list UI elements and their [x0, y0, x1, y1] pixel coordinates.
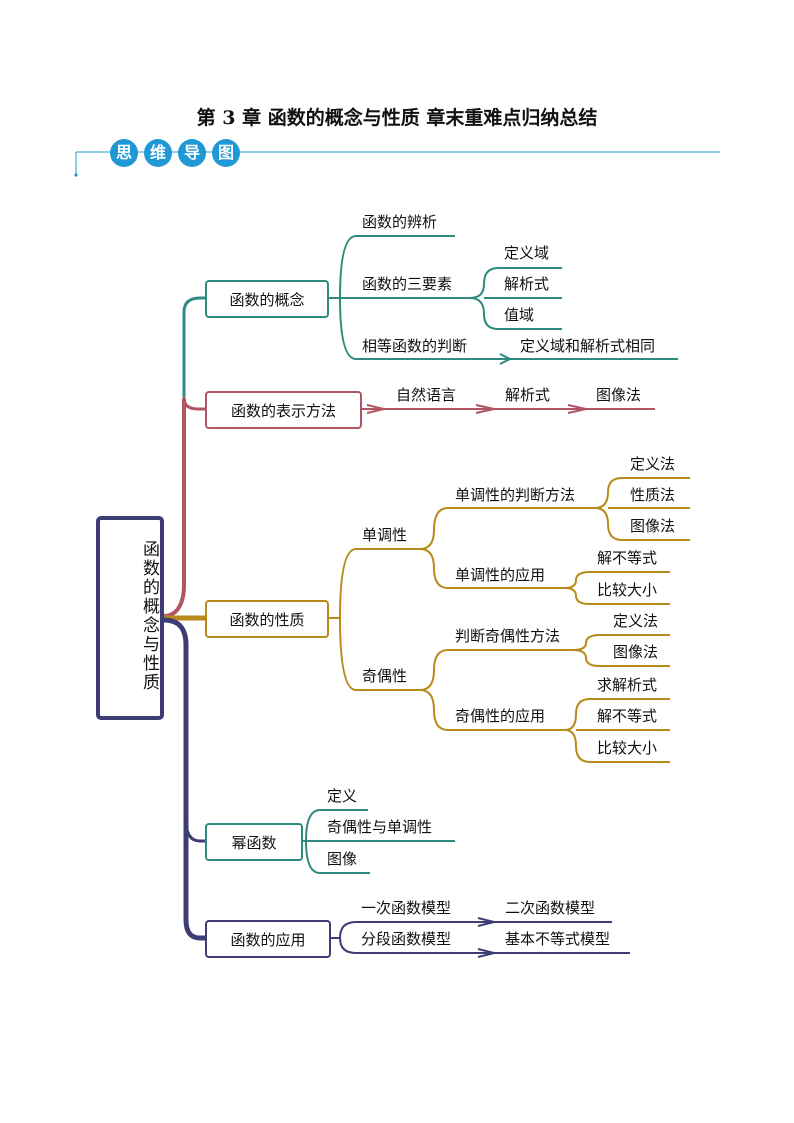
- mono-method: 图像法: [630, 517, 676, 535]
- power-item: 定义: [327, 787, 358, 805]
- mono-app: 解不等式: [597, 549, 658, 567]
- mono-method: 定义法: [630, 455, 676, 473]
- connector-representation: [182, 396, 207, 411]
- representation-method: 自然语言: [396, 386, 457, 404]
- root-node: 函数的概念与性质: [96, 516, 164, 720]
- concept-equal-rule: 定义域和解析式相同: [520, 337, 656, 355]
- banner-char: 思: [110, 139, 138, 167]
- mono-method: 性质法: [630, 486, 676, 504]
- connector-concept: [182, 296, 207, 402]
- representation-branch: [361, 404, 655, 414]
- banner-char: 导: [178, 139, 206, 167]
- node-concept: 函数的概念: [205, 280, 329, 318]
- trunk-navy: [161, 617, 208, 941]
- concept-discrimination: 函数的辨析: [362, 213, 438, 231]
- application-branch: [330, 917, 630, 958]
- banner-char: 图: [212, 139, 240, 167]
- banner-dot: [74, 173, 78, 177]
- concept-equal-judgment: 相等函数的判断: [362, 337, 468, 355]
- mono-app: 比较大小: [597, 581, 658, 599]
- power-branch: [302, 809, 455, 874]
- banner-char: 维: [144, 139, 172, 167]
- root-label: 函数的概念与性质: [139, 540, 159, 692]
- trunk-red: [162, 398, 186, 618]
- representation-method: 解析式: [505, 386, 551, 404]
- node-power: 幂函数: [205, 823, 303, 861]
- banner-decoration: [75, 151, 720, 174]
- application-model: 二次函数模型: [505, 899, 596, 917]
- node-properties: 函数的性质: [205, 600, 329, 638]
- connector-power: [184, 818, 207, 843]
- parity-method: 图像法: [613, 643, 659, 661]
- application-model: 分段函数模型: [361, 930, 452, 948]
- document-title: 第 3 章 函数的概念与性质 章末重难点归纳总结: [196, 107, 598, 129]
- representation-method: 图像法: [596, 386, 642, 404]
- parity-app: 解不等式: [597, 707, 658, 725]
- application-model: 一次函数模型: [361, 899, 452, 917]
- node-representation: 函数的表示方法: [205, 391, 362, 429]
- parity-app: 求解析式: [597, 676, 658, 694]
- concept-three-elements: 函数的三要素: [362, 275, 453, 293]
- parity-method: 定义法: [613, 612, 659, 630]
- element-item: 解析式: [504, 275, 550, 293]
- application-model: 基本不等式模型: [505, 930, 611, 948]
- element-item: 定义域: [504, 244, 550, 262]
- parity-apps-label: 奇偶性的应用: [455, 707, 546, 725]
- concept-branch: [328, 235, 678, 365]
- mono-apps-label: 单调性的应用: [455, 566, 546, 584]
- property-parity: 奇偶性: [362, 667, 408, 685]
- parity-methods-label: 判断奇偶性方法: [455, 627, 561, 645]
- node-application: 函数的应用: [205, 920, 331, 958]
- element-item: 值域: [504, 306, 535, 324]
- power-item: 奇偶性与单调性: [327, 818, 433, 836]
- properties-branch: [328, 477, 690, 763]
- property-monotonicity: 单调性: [362, 526, 408, 544]
- parity-app: 比较大小: [597, 739, 658, 757]
- power-item: 图像: [327, 850, 358, 868]
- mono-methods-label: 单调性的判断方法: [455, 486, 576, 504]
